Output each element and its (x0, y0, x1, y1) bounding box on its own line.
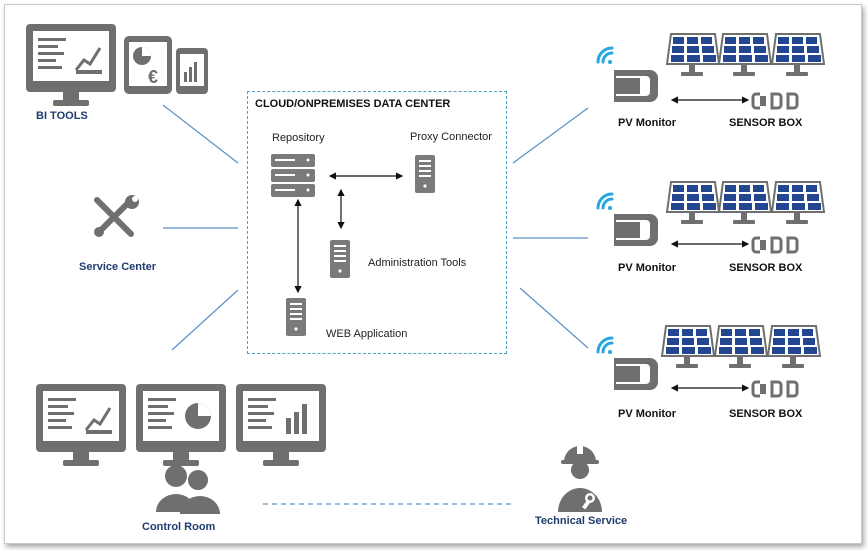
data-center-box (247, 91, 507, 354)
bi-tools-label: BI TOOLS (36, 110, 88, 122)
web-application-label: WEB Application (326, 328, 408, 340)
svg-text:€: € (148, 67, 158, 87)
technical-service-label: Technical Service (535, 515, 628, 527)
solar-panel-icon (666, 33, 720, 77)
pv-monitor-label: PV Monitor (618, 117, 677, 129)
pv-monitor-label: PV Monitor (618, 262, 677, 274)
solar-panel-icon (718, 33, 772, 77)
bi-tools-icon: € (26, 24, 208, 106)
administration-tools-label: Administration Tools (368, 257, 467, 269)
service-center-label: Service Center (79, 261, 157, 273)
data-center-servers (271, 154, 435, 336)
control-room-label: Control Room (142, 521, 216, 533)
pv-site-3 (596, 325, 821, 398)
solar-panel-icon (771, 33, 825, 77)
data-center-title: CLOUD/ONPREMISES DATA CENTER (255, 98, 451, 110)
repository-label: Repository (272, 132, 325, 144)
pv-site-1 (596, 33, 825, 110)
pv-site-2 (596, 181, 825, 254)
sensor-box-icon (751, 92, 799, 110)
pv-monitor-label: PV Monitor (618, 408, 677, 420)
tools-icon (94, 195, 139, 237)
connector-lines (162, 104, 589, 505)
control-room-monitors-icon (36, 384, 326, 466)
sensor-box-label: SENSOR BOX (729, 262, 803, 274)
wifi-icon (596, 46, 614, 66)
sensor-box-label: SENSOR BOX (729, 408, 803, 420)
sensor-box-label: SENSOR BOX (729, 117, 803, 129)
proxy-connector-label: Proxy Connector (410, 131, 492, 143)
users-icon (156, 465, 220, 514)
dc-arrows (294, 172, 404, 294)
repository-server-icon (271, 154, 315, 197)
pv-monitor-icon (614, 70, 658, 102)
technician-icon (558, 444, 602, 512)
